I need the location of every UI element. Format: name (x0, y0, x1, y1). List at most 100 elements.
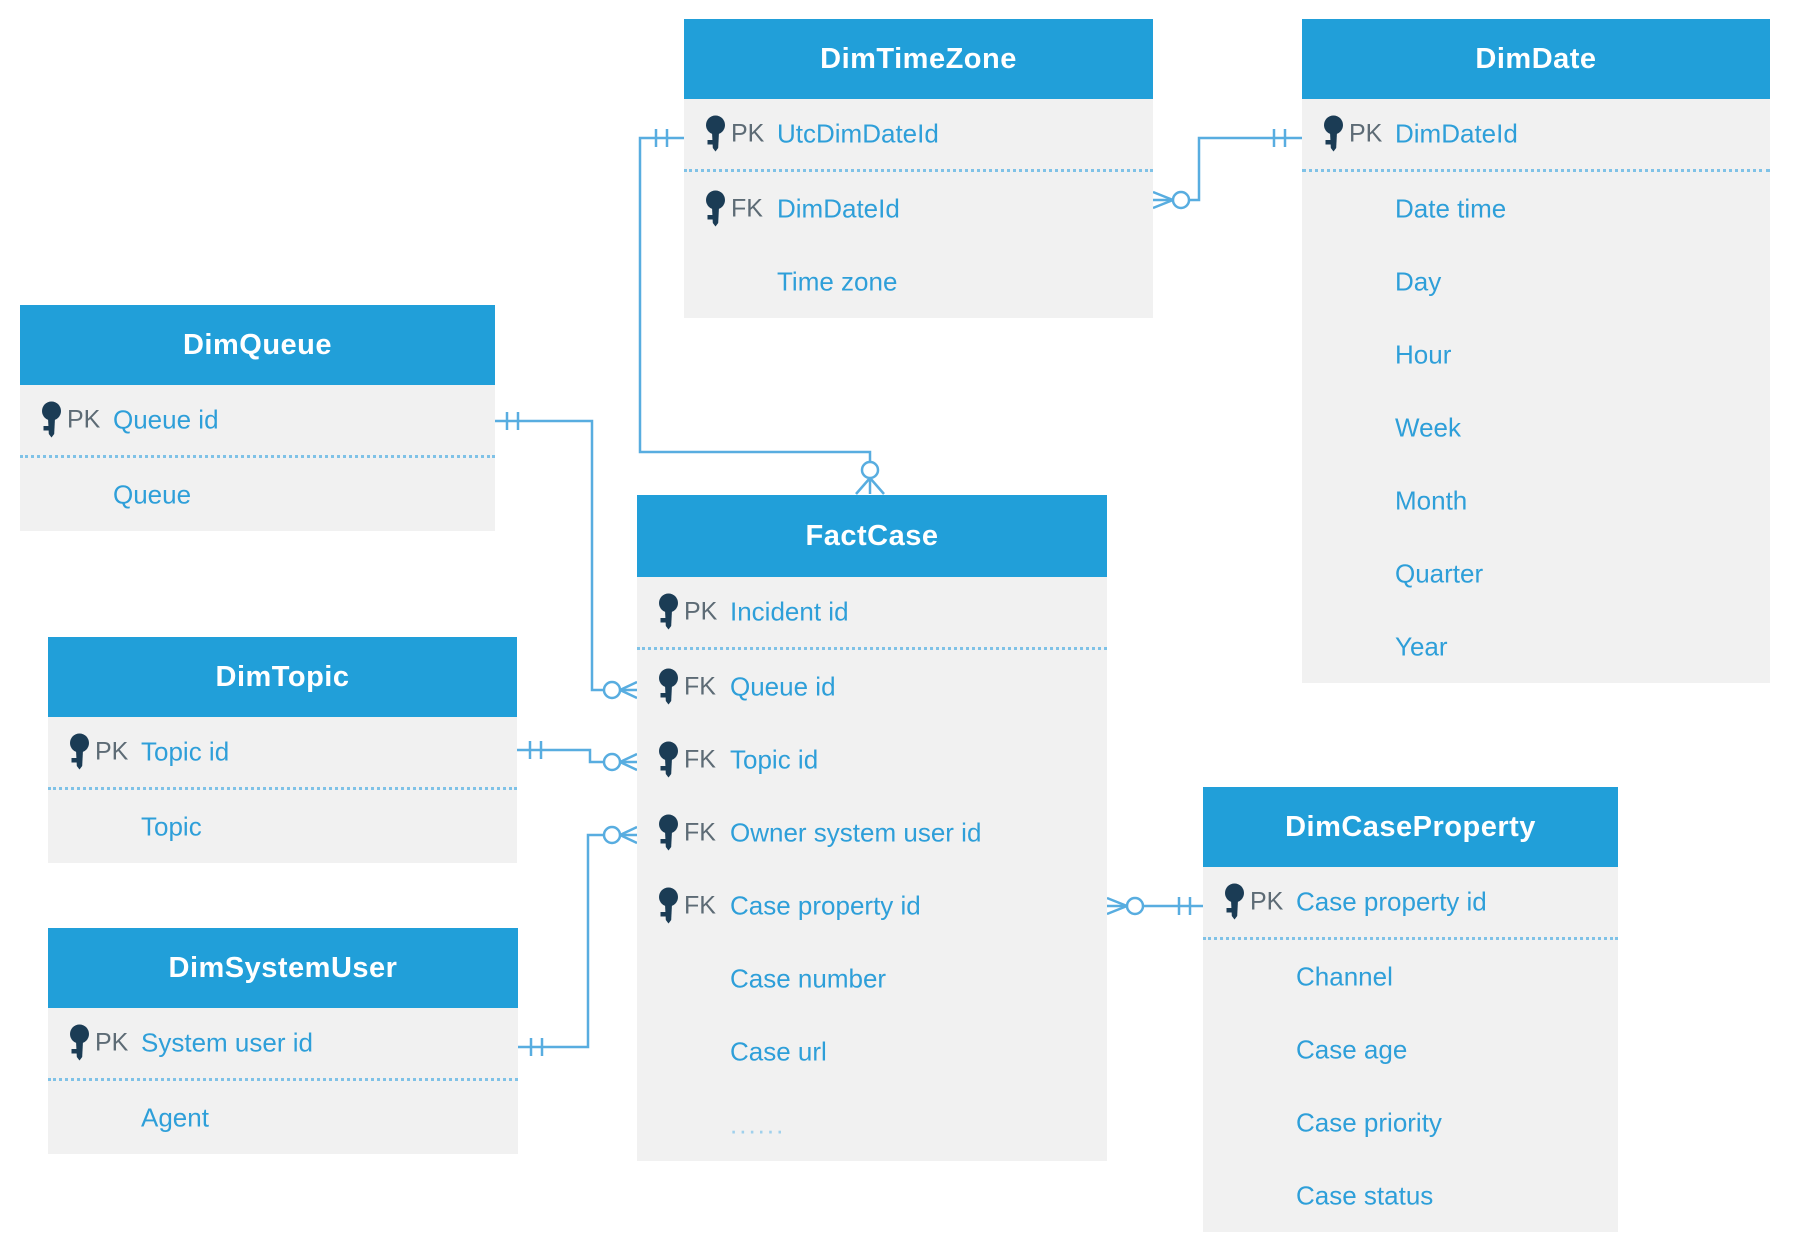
table-row: PK Topic id (48, 717, 517, 790)
key-type-label: FK (731, 194, 763, 222)
table-row: FK Owner system user id (637, 796, 1107, 869)
column-name: Queue id (113, 404, 219, 435)
key-icon (657, 741, 680, 779)
table-row: Case priority (1203, 1086, 1618, 1159)
table-title: DimDate (1302, 19, 1770, 99)
table-row: Time zone (684, 245, 1153, 318)
edge-dimsystemuser-factcase (518, 827, 637, 1056)
table-row: FK DimDateId (684, 172, 1153, 245)
key-icon (704, 190, 727, 228)
column-name: Month (1395, 485, 1468, 515)
table-row: Quarter (1302, 537, 1770, 610)
column-name: Case number (730, 963, 887, 993)
table-row: PK Incident id (637, 577, 1107, 650)
key-type-label: PK (684, 597, 718, 626)
table-title: DimTopic (48, 637, 517, 717)
table-dimtopic[interactable]: DimTopic PK Topic id Topic (48, 637, 517, 863)
key-icon (68, 1024, 91, 1062)
table-row: PK Queue id (20, 385, 495, 458)
column-name: DimDateId (1395, 118, 1518, 149)
column-name: Case age (1296, 1034, 1408, 1064)
key-type-label: PK (95, 737, 129, 766)
edge-dimtopic-factcase (517, 741, 637, 770)
key-type-label: PK (731, 119, 765, 148)
key-icon (1223, 883, 1246, 921)
table-title: DimTimeZone (684, 19, 1153, 99)
column-name: Incident id (730, 596, 849, 627)
table-title: FactCase (637, 495, 1107, 577)
table-row: PK DimDateId (1302, 99, 1770, 172)
table-dimcaseproperty[interactable]: DimCaseProperty PK Case property id Chan… (1203, 787, 1618, 1232)
table-row: Case url (637, 1015, 1107, 1088)
column-name: System user id (141, 1027, 313, 1058)
key-type-label: PK (67, 405, 101, 434)
table-row: PK UtcDimDateId (684, 99, 1153, 172)
column-name: Date time (1395, 193, 1507, 223)
table-row: PK System user id (48, 1008, 518, 1081)
edge-factcase-dimcaseproperty (1107, 897, 1203, 915)
column-name: DimDateId (777, 193, 900, 223)
column-name: Topic (141, 811, 202, 841)
table-title: DimCaseProperty (1203, 787, 1618, 867)
column-name: Owner system user id (730, 817, 982, 847)
table-row: Agent (48, 1081, 518, 1154)
column-name: Agent (141, 1102, 209, 1132)
key-icon (657, 668, 680, 706)
key-icon (1322, 115, 1345, 153)
key-icon (657, 887, 680, 925)
table-row: FK Case property id (637, 869, 1107, 942)
table-row: Year (1302, 610, 1770, 683)
column-name: Week (1395, 412, 1461, 442)
column-name: Day (1395, 266, 1442, 296)
column-name: Topic id (141, 736, 230, 767)
edge-dimtimezone-dimdate (1153, 129, 1302, 208)
column-name: Queue id (730, 671, 836, 701)
table-dimtimezone[interactable]: DimTimeZone PK UtcDimDateId FK DimDateId… (684, 19, 1153, 318)
table-row: Channel (1203, 940, 1618, 1013)
key-type-label: PK (1349, 119, 1383, 148)
column-name: Case property id (1296, 886, 1487, 917)
column-name: Case property id (730, 890, 921, 920)
table-row: Week (1302, 391, 1770, 464)
table-row: Case status (1203, 1159, 1618, 1232)
key-icon (68, 733, 91, 771)
table-row: Case age (1203, 1013, 1618, 1086)
table-row: Date time (1302, 172, 1770, 245)
key-icon (704, 115, 727, 153)
table-row: FK Topic id (637, 723, 1107, 796)
table-title: DimSystemUser (48, 928, 518, 1008)
key-type-label: PK (1250, 887, 1284, 916)
column-name: Hour (1395, 339, 1452, 369)
table-row: PK Case property id (1203, 867, 1618, 940)
column-name: Case priority (1296, 1107, 1442, 1137)
column-name: Queue (113, 479, 192, 509)
table-row: Topic (48, 790, 517, 863)
table-title: DimQueue (20, 305, 495, 385)
key-icon (40, 401, 63, 439)
column-name: Time zone (777, 266, 898, 296)
key-type-label: FK (684, 745, 716, 773)
table-row: Month (1302, 464, 1770, 537)
table-row: Hour (1302, 318, 1770, 391)
table-row: FK Queue id (637, 650, 1107, 723)
table-row: ...... (637, 1088, 1107, 1161)
column-name: Case url (730, 1036, 827, 1066)
key-type-label: FK (684, 672, 716, 700)
column-name: Year (1395, 631, 1448, 661)
key-type-label: PK (95, 1028, 129, 1057)
table-dimsystemuser[interactable]: DimSystemUser PK System user id Agent (48, 928, 518, 1154)
table-row: Day (1302, 245, 1770, 318)
key-type-label: FK (684, 818, 716, 846)
column-name: Topic id (730, 744, 819, 774)
table-dimqueue[interactable]: DimQueue PK Queue id Queue (20, 305, 495, 531)
key-type-label: FK (684, 891, 716, 919)
column-name: ...... (730, 1109, 786, 1139)
key-icon (657, 814, 680, 852)
column-name: Quarter (1395, 558, 1484, 588)
table-row: Queue (20, 458, 495, 531)
key-icon (657, 593, 680, 631)
table-dimdate[interactable]: DimDate PK DimDateId Date time Day Hour … (1302, 19, 1770, 683)
column-name: Channel (1296, 961, 1393, 991)
table-factcase[interactable]: FactCase PK Incident id FK Queue id FK T… (637, 495, 1107, 1161)
